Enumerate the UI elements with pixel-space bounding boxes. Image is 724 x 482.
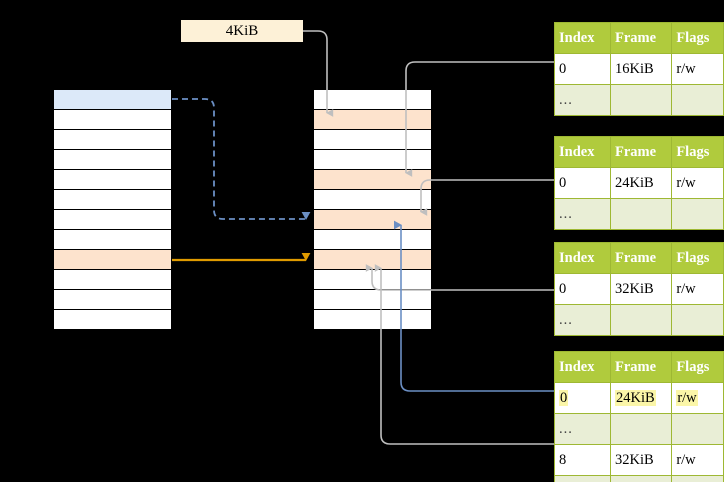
table-cell-index-0: 0 — [553, 273, 612, 305]
virtual-cell-cell-7 — [53, 229, 172, 250]
table-cell-index-1: ... — [553, 84, 612, 116]
physical-cell-cell-2 — [313, 129, 432, 150]
table-cell-flags-0: r/w — [671, 53, 724, 85]
table-cell-flags-1 — [671, 198, 724, 230]
physical-cell-cell-7 — [313, 229, 432, 250]
physical-cell-cell-3 — [313, 149, 432, 170]
table-cell-index-0: 0 — [553, 382, 612, 414]
table-cell-flags-0: r/w — [671, 273, 724, 305]
table-cell-frame-0: 32KiB — [610, 273, 673, 305]
table-cell-index-0: 0 — [553, 167, 612, 199]
column-header-frame: Frame — [610, 351, 673, 383]
table-cell-index-1: ... — [553, 413, 612, 445]
table-cell-flags-1 — [671, 304, 724, 336]
table-cell-frame-0: 24KiB — [610, 167, 673, 199]
highlighted-value: 0 — [559, 389, 569, 406]
table-cell-frame-0: 24KiB — [610, 382, 673, 414]
column-header-index: Index — [553, 242, 612, 274]
table-row[interactable]: 0 24KiB r/w — [553, 382, 724, 414]
physical-cell-cell-4 — [313, 169, 432, 190]
virtual-cell-cell-5 — [53, 189, 172, 210]
column-header-flags: Flags — [671, 242, 724, 274]
table-row[interactable]: ... — [553, 475, 724, 482]
table-row[interactable]: ... — [553, 198, 724, 230]
physical-cell-cell-1 — [313, 109, 432, 130]
table-row[interactable]: ... — [553, 84, 724, 116]
virtual-cell-cell-0 — [53, 89, 172, 110]
table-cell-index-3: ... — [553, 475, 612, 482]
virtual-cell-cell-4 — [53, 169, 172, 190]
physical-memory-column — [313, 89, 432, 330]
physical-cell-cell-5 — [313, 189, 432, 210]
table-cell-flags-2: r/w — [671, 444, 724, 476]
column-header-flags: Flags — [671, 22, 724, 54]
virtual-cell-cell-6 — [53, 209, 172, 230]
table-cell-frame-1 — [610, 413, 673, 445]
table-cell-flags-0: r/w — [671, 382, 724, 414]
virtual-cell-cell-2 — [53, 129, 172, 150]
physical-cell-cell-10 — [313, 289, 432, 310]
virtual-cell-cell-11 — [53, 309, 172, 330]
table-cell-frame-1 — [610, 84, 673, 116]
physical-cell-cell-11 — [313, 309, 432, 330]
table-cell-frame-2: 32KiB — [610, 444, 673, 476]
column-header-index: Index — [553, 136, 612, 168]
physical-cell-cell-6 — [313, 209, 432, 230]
highlighted-value: r/w — [676, 389, 698, 406]
virtual-cell-cell-3 — [53, 149, 172, 170]
table-cell-frame-1 — [610, 198, 673, 230]
highlighted-value: 24KiB — [615, 389, 656, 406]
table-cell-frame-3 — [610, 475, 673, 482]
table-cell-flags-1 — [671, 413, 724, 445]
table-cell-frame-1 — [610, 304, 673, 336]
physical-cell-cell-9 — [313, 269, 432, 290]
table-cell-frame-0: 16KiB — [610, 53, 673, 85]
column-header-index: Index — [553, 22, 612, 54]
column-header-index: Index — [553, 351, 612, 383]
table-cell-flags-0: r/w — [671, 167, 724, 199]
column-header-flags: Flags — [671, 136, 724, 168]
wire-virtual-to-physical-dashed — [172, 98, 311, 220]
column-header-frame: Frame — [610, 22, 673, 54]
physical-cell-cell-8 — [313, 249, 432, 270]
virtual-address-space-column — [53, 89, 172, 330]
wire-table2-to-frame — [420, 179, 554, 216]
column-header-frame: Frame — [610, 136, 673, 168]
column-header-frame: Frame — [610, 242, 673, 274]
column-header-flags: Flags — [671, 351, 724, 383]
virtual-cell-cell-8 — [53, 249, 172, 270]
table-row[interactable]: ... — [553, 304, 724, 336]
table-cell-index-1: ... — [553, 198, 612, 230]
table-cell-index-1: ... — [553, 304, 612, 336]
physical-cell-cell-0 — [313, 89, 432, 110]
virtual-cell-cell-9 — [53, 269, 172, 290]
virtual-cell-cell-1 — [53, 109, 172, 130]
table-cell-index-0: 0 — [553, 53, 612, 85]
table-cell-flags-1 — [671, 84, 724, 116]
table-cell-index-2: 8 — [553, 444, 612, 476]
table-row[interactable]: ... — [553, 413, 724, 445]
table-cell-flags-3 — [671, 475, 724, 482]
page-size-label: 4KiB — [181, 20, 303, 42]
virtual-cell-cell-10 — [53, 289, 172, 310]
